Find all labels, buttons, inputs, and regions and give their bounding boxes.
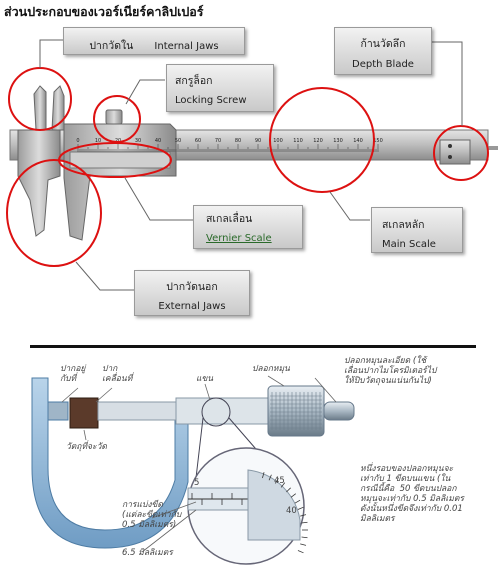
fixed-jaw [17, 129, 61, 237]
label-vernier-scale-th: สเกลเลื่อน [206, 213, 253, 225]
micrometer-ratchet [323, 401, 355, 421]
zoom-thimble-tick [297, 506, 304, 510]
main-scale-tick-label: 140 [353, 138, 363, 144]
label-main-scale-en: Main Scale [382, 239, 436, 250]
main-scale-tick-label: 150 [373, 138, 383, 144]
main-scale-tick-label: 130 [333, 138, 343, 144]
zoom-number-40: 40 [286, 506, 297, 516]
label-external-jaws: ปากวัดนอก External Jaws [134, 270, 250, 316]
zoom-thimble-tick [262, 472, 265, 479]
label-explain: หนึ่งรอบของปลอกหมุนจะ เท่ากับ 1 ขีดบนแขน… [360, 464, 464, 524]
main-scale-tick-label: 60 [195, 138, 201, 144]
internal-jaw-fixed [33, 85, 47, 131]
label-division: การแบ่งขีด (แต่ละขีดเท่ากับ 0.5 มิลลิเมต… [122, 500, 182, 530]
micrometer-spindle [97, 401, 177, 421]
zoom-source-circle [201, 397, 231, 427]
zoom-thimble-tick [280, 482, 286, 488]
circle-external-jaws [6, 159, 102, 267]
zoom-thimble-tick [294, 499, 301, 504]
main-scale-tick-label: 80 [235, 138, 241, 144]
label-thimble: ปลอกหมุน [252, 364, 290, 374]
label-locking-screw: สกรูล็อก Locking Screw [166, 64, 274, 112]
label-depth-blade: ก้านวัดลึก Depth Blade [334, 27, 432, 75]
label-main-scale: สเกลหลัก Main Scale [371, 207, 463, 253]
main-scale-tick-label: 100 [273, 138, 283, 144]
main-scale-tick-label: 70 [215, 138, 221, 144]
zoom-number-45: 45 [274, 476, 285, 486]
main-scale-tick-label: 90 [255, 138, 261, 144]
label-reading: 6.5 มิลลิเมตร [122, 548, 173, 558]
label-depth-blade-en: Depth Blade [352, 59, 414, 70]
label-depth-blade-th: ก้านวัดลึก [360, 38, 406, 50]
zoom-thimble-tick [301, 521, 308, 524]
main-scale-tick-label: 50 [175, 138, 181, 144]
label-vernier-scale: สเกลเลื่อน Vernier Scale [193, 205, 303, 249]
zoom-thimble-tick [297, 550, 304, 554]
circle-depth-blade [433, 125, 489, 181]
label-spindle: ปาก เคลื่อนที่ [102, 364, 133, 384]
main-scale-tick-label: 30 [135, 138, 141, 144]
zoom-thimble-tick [300, 543, 307, 546]
main-scale-tick-label: 10 [95, 138, 101, 144]
main-scale-tick-label: 40 [155, 138, 161, 144]
section-divider [30, 345, 476, 348]
internal-jaw-slider [51, 85, 65, 131]
main-scale-tick-label: 0 [76, 138, 79, 144]
label-external-jaws-th: ปากวัดนอก [166, 281, 218, 293]
depth-blade [439, 139, 471, 165]
label-main-scale-th: สเกลหลัก [382, 219, 425, 231]
label-sleeve: แขน [196, 374, 214, 384]
zoom-thimble-tick [290, 493, 297, 498]
circle-locking-screw [93, 95, 141, 143]
zoom-number-5: 5 [194, 478, 200, 488]
page-title: ส่วนประกอบของเวอร์เนียร์คาลิปเปอร์ [4, 4, 204, 19]
zoom-thimble-tick [274, 478, 279, 484]
micrometer-anvil [47, 401, 69, 421]
main-scale-tick-label: 120 [313, 138, 323, 144]
label-locking-screw-th: สกรูล็อก [175, 75, 213, 87]
locking-screw-head [105, 109, 123, 125]
label-anvil: ปากอยู่ กับที่ [60, 364, 86, 384]
zoom-thimble-tick [300, 514, 307, 517]
micrometer-sleeve [175, 397, 269, 425]
zoom-thimble-tick [286, 487, 291, 493]
circle-main-scale [269, 87, 375, 193]
label-locking-screw-en: Locking Screw [175, 95, 247, 106]
zoom-thimble-tick [268, 474, 272, 481]
vernier-plate [69, 151, 171, 169]
main-scale-tick-label: 110 [293, 138, 303, 144]
label-vernier-scale-en: Vernier Scale [206, 233, 272, 244]
measured-object [69, 397, 99, 429]
label-object: วัตถุที่จะวัด [66, 442, 107, 452]
label-ratchet: ปลอกหมุนละเอียด (ใช้ เลื่อนปากไมโครมิเตอ… [344, 356, 437, 386]
zoom-thimble-tick [301, 536, 308, 539]
label-internal-jaws-th: ปากวัดใน [89, 40, 134, 52]
label-internal-jaws: ปากวัดใน Internal Jaws [63, 27, 245, 55]
label-external-jaws-en: External Jaws [158, 301, 226, 312]
label-internal-jaws-en: Internal Jaws [154, 41, 219, 52]
